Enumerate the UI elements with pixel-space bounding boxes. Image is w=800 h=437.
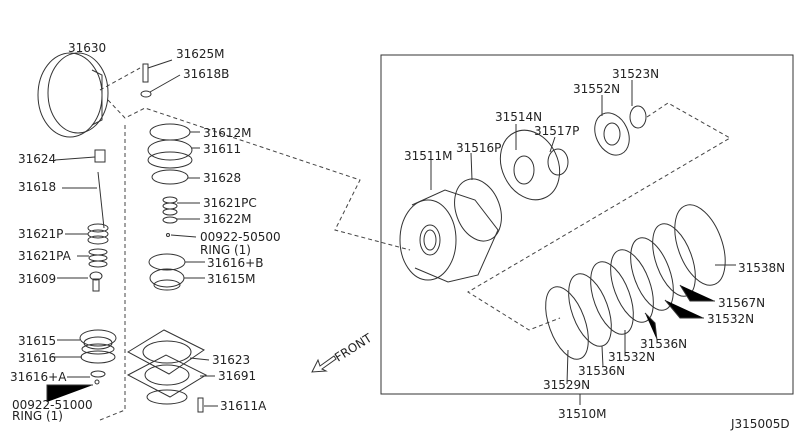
- part-number-label: 31532N: [707, 312, 754, 326]
- part-number-label: 31552N: [573, 82, 620, 96]
- part-number-label: 31621P: [18, 227, 63, 241]
- part-number-label: 31532N: [608, 350, 655, 364]
- o-ring-drawing: [547, 148, 569, 176]
- part-number-label: 31567N: [718, 296, 765, 310]
- assembly-label: 31510M: [558, 407, 607, 421]
- bolt-drawing: [89, 271, 103, 292]
- part-number-label: 31615: [18, 334, 56, 348]
- part-number-label: 31622M: [203, 212, 252, 226]
- clutch-drum-drawing: [399, 189, 499, 283]
- part-number-label: 31628: [203, 171, 241, 185]
- part-number-label: 31536N: [640, 337, 687, 351]
- anchor-drawing: [94, 149, 106, 163]
- part-number-label: 31616: [18, 351, 56, 365]
- part-number-label: RING (1): [200, 243, 251, 257]
- part-number-label: 31611: [203, 142, 241, 156]
- part-number-label: 31612M: [203, 126, 252, 140]
- part-labels: 31630 31625M 31618B 31612M 31611 31624 31628 31…: [10, 41, 785, 423]
- part-drawings: [37, 52, 794, 421]
- part-number-label: 31624: [18, 152, 56, 166]
- part-number-label: 31615M: [207, 272, 256, 286]
- part-number-label: 31517P: [534, 124, 579, 138]
- retainer-drawing: [594, 112, 630, 156]
- part-number-label: 31529N: [543, 378, 590, 392]
- part-number-label: 00922-51000: [12, 398, 93, 412]
- part-number-label: 31511M: [404, 149, 453, 163]
- part-number-label: 31536N: [578, 364, 625, 378]
- part-number-label: 31621PA: [18, 249, 72, 263]
- seal-ring-drawing: [454, 178, 502, 242]
- part-number-label: 31618B: [183, 67, 229, 81]
- part-number-label: 31611A: [220, 399, 267, 413]
- snap-ring-drawing: [629, 105, 647, 129]
- part-number-label: 31625M: [176, 47, 225, 61]
- brake-band-drawing: [37, 52, 109, 138]
- part-number-label: 00922-50500: [200, 230, 281, 244]
- part-number-label: 31623: [212, 353, 250, 367]
- part-number-label: 31516P: [456, 141, 501, 155]
- clutch-plates-drawing: [545, 204, 726, 360]
- guide-line: [99, 125, 126, 421]
- part-number-label: 31618: [18, 180, 56, 194]
- part-number-label: 31621PC: [203, 196, 257, 210]
- servo-parts-drawing: [126, 63, 208, 413]
- part-number-label: 31523N: [612, 67, 659, 81]
- part-number-label: 31616+B: [207, 256, 263, 270]
- rod-drawing: [97, 171, 105, 229]
- part-number-label: 31538N: [738, 261, 785, 275]
- piston-drawing: [499, 129, 561, 201]
- assembly-frame: [380, 54, 794, 395]
- part-number-label: 31616+A: [10, 370, 67, 384]
- guide-line: [467, 102, 732, 331]
- part-number-label: 31609: [18, 272, 56, 286]
- part-number-label: 31691: [218, 369, 256, 383]
- part-number-label: 31630: [68, 41, 106, 55]
- front-label: FRONT: [332, 331, 375, 365]
- leader-lines: [46, 59, 736, 407]
- part-number-label: RING (1): [12, 409, 63, 423]
- diagram-code: J315005D: [730, 417, 790, 431]
- spring-drawing: [87, 223, 109, 268]
- front-arrow-icon: [311, 355, 337, 373]
- part-number-label: 31514N: [495, 110, 542, 124]
- piston-drawing: [79, 329, 117, 385]
- guide-line: [99, 67, 411, 251]
